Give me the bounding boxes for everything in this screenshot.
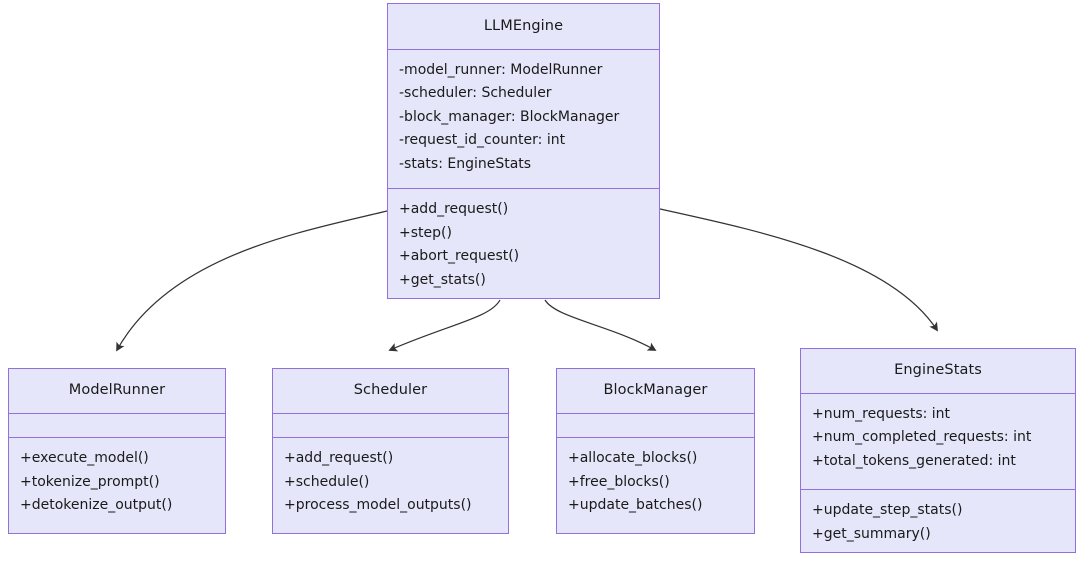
attribute-row: -block_manager: BlockManager [399,108,620,125]
uml-class-llmengine[interactable]: LLMEngine -model_runner: ModelRunner -sc… [387,3,660,299]
attribute-row: +num_completed_requests: int [812,429,1032,446]
class-methods-enginestats: +update_step_stats() +get_summary() [801,490,1075,552]
class-methods-blockmanager: +allocate_blocks() +free_blocks() +updat… [557,438,754,524]
edge-llmengine-to-modelrunner [116,210,388,352]
class-methods-scheduler: +add_request() +schedule() +process_mode… [273,438,508,524]
attribute-row: -scheduler: Scheduler [399,85,552,102]
class-methods-llmengine: +add_request() +step() +abort_request() … [388,189,659,298]
method-row: +update_batches() [568,497,703,513]
edge-llmengine-to-blockmanager [544,299,657,351]
class-header-enginestats: EngineStats [801,349,1075,394]
class-title: BlockManager [603,382,708,399]
class-title: ModelRunner [68,382,166,399]
class-title: Scheduler [353,382,428,399]
class-methods-modelrunner: +execute_model() +tokenize_prompt() +det… [9,438,225,524]
method-row: +add_request() [284,450,394,466]
attribute-row: -model_runner: ModelRunner [399,61,603,78]
method-row: +get_stats() [399,271,486,288]
uml-class-scheduler[interactable]: Scheduler +add_request() +schedule() +pr… [272,368,509,534]
class-attributes-enginestats: +num_requests: int +num_completed_reques… [801,394,1075,490]
uml-class-enginestats[interactable]: EngineStats +num_requests: int +num_comp… [800,348,1076,553]
method-row: +free_blocks() [568,473,670,490]
method-row: +process_model_outputs() [284,497,472,513]
method-row: +schedule() [284,473,370,490]
method-row: +allocate_blocks() [568,450,698,466]
method-row: +get_summary() [812,525,931,542]
class-title: EngineStats [894,361,982,378]
uml-class-modelrunner[interactable]: ModelRunner +execute_model() +tokenize_p… [8,368,226,534]
edge-llmengine-to-scheduler [388,299,501,352]
class-attributes-scheduler [273,414,508,438]
class-header-scheduler: Scheduler [273,369,508,414]
uml-class-blockmanager[interactable]: BlockManager +allocate_blocks() +free_bl… [556,368,755,534]
class-attributes-blockmanager [557,414,754,438]
attribute-row: +num_requests: int [812,405,951,422]
method-row: +execute_model() [20,450,149,466]
class-header-modelrunner: ModelRunner [9,369,225,414]
attribute-row: -request_id_counter: int [399,132,566,149]
class-header-llmengine: LLMEngine [388,4,659,50]
attribute-row: -stats: EngineStats [399,155,532,172]
method-row: +tokenize_prompt() [20,473,160,490]
method-row: +step() [399,224,452,241]
method-row: +abort_request() [399,248,520,264]
class-title: LLMEngine [483,17,564,34]
class-attributes-modelrunner [9,414,225,438]
method-row: +add_request() [399,201,509,217]
edge-llmengine-to-enginestats [659,208,938,332]
method-row: +detokenize_output() [20,497,173,513]
class-header-blockmanager: BlockManager [557,369,754,414]
class-attributes-llmengine: -model_runner: ModelRunner -scheduler: S… [388,50,659,189]
attribute-row: +total_tokens_generated: int [812,452,1016,469]
method-row: +update_step_stats() [812,502,963,518]
